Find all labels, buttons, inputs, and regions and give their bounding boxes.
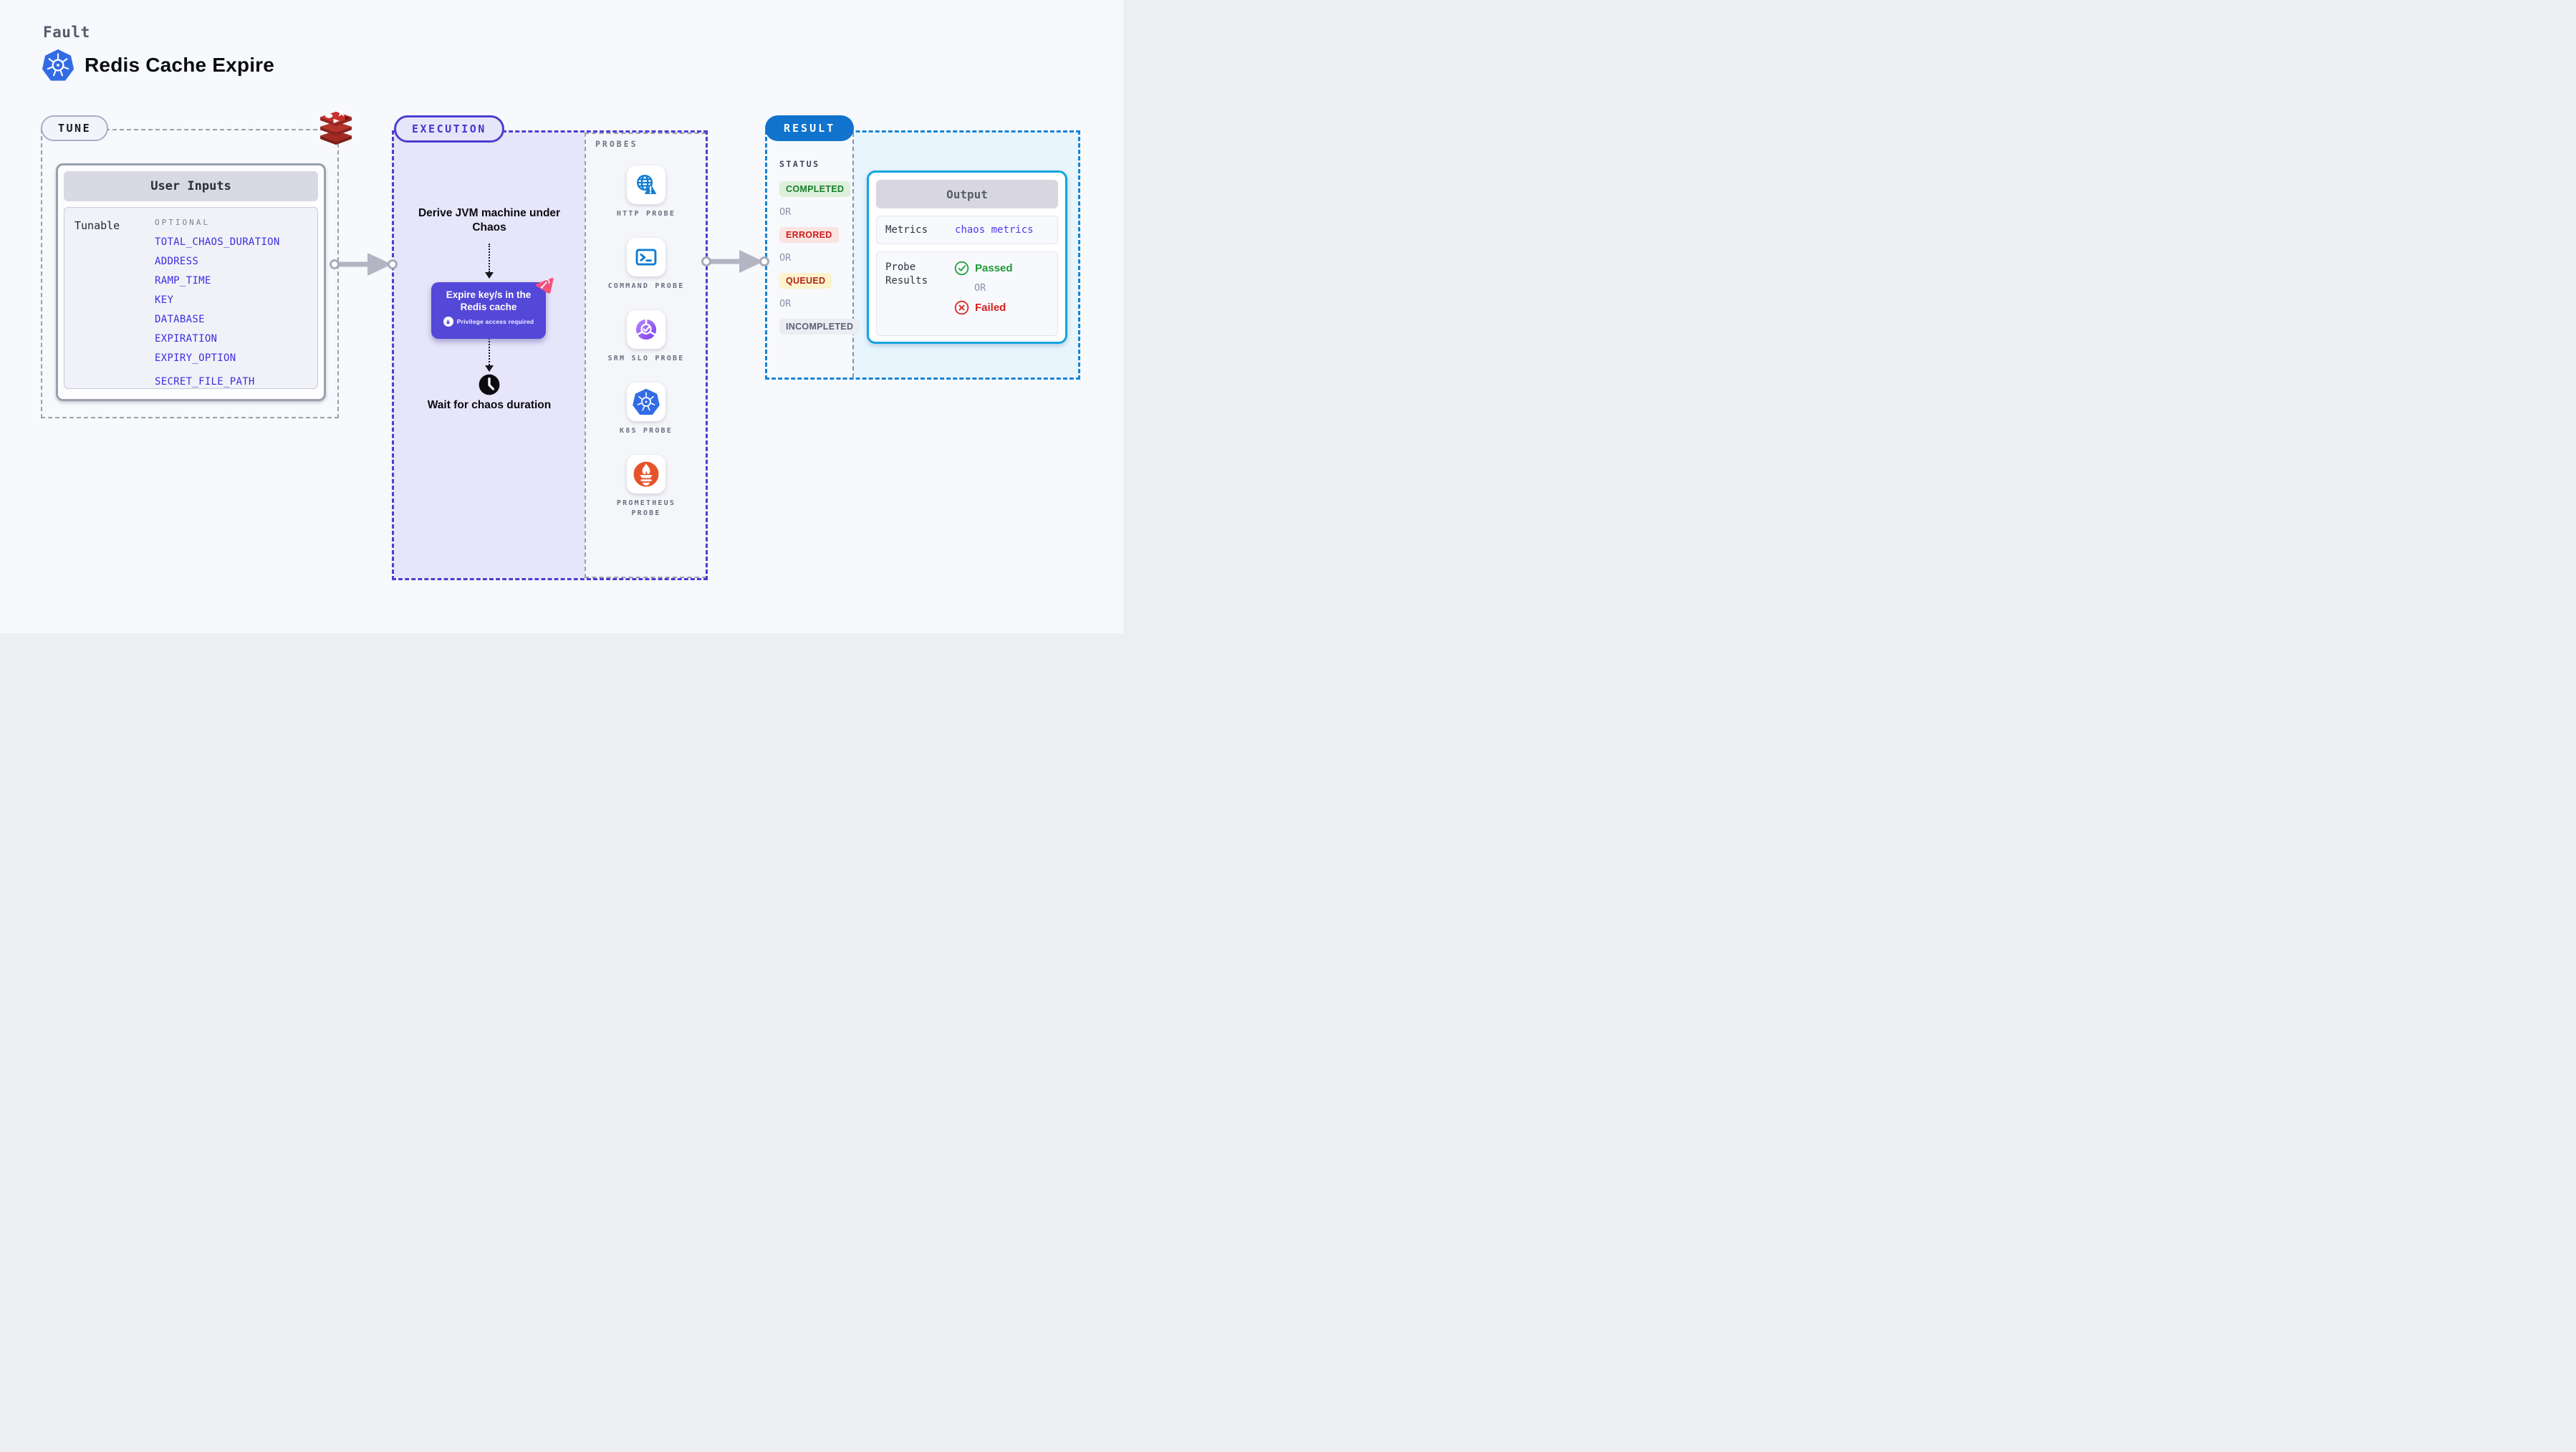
- or-label: OR: [779, 206, 792, 218]
- status-badge-incompleted: INCOMPLETED: [779, 319, 860, 335]
- user-inputs-card: User Inputs Tunable OPTIONAL TOTAL_CHAOS…: [56, 163, 326, 401]
- env-var: SECRET_FILE_PATH: [155, 376, 255, 388]
- globe-alert-icon: [637, 174, 657, 194]
- status-badge-errored: ERRORED: [779, 227, 839, 243]
- prometheus-icon: [633, 461, 659, 487]
- lock-icon: [443, 317, 453, 327]
- page-title-row: Redis Cache Expire: [42, 49, 274, 82]
- privilege-note: Privilege access required: [431, 317, 546, 327]
- execution-section-outline: [392, 130, 708, 580]
- terminal-icon: [635, 249, 657, 266]
- connector-arrowhead: [485, 365, 494, 376]
- http-probe-card: [627, 165, 665, 204]
- privilege-note-text: Privilege access required: [456, 318, 534, 325]
- tune-section-outline: [41, 129, 339, 418]
- metrics-value: chaos metrics: [955, 224, 1034, 236]
- status-badge-completed: COMPLETED: [779, 181, 851, 197]
- optional-group-label: OPTIONAL: [155, 218, 210, 227]
- metrics-label: Metrics: [885, 224, 928, 236]
- execution-section-badge: EXECUTION: [394, 115, 504, 143]
- execution-to-result-arrow: [701, 250, 769, 273]
- clock-icon: [479, 374, 500, 395]
- probe-name: SRM SLO PROBE: [607, 355, 685, 362]
- probe-item-command: COMMAND PROBE: [608, 238, 685, 292]
- tune-section-badge: TUNE: [41, 115, 109, 141]
- slo-check-icon: [635, 319, 657, 340]
- probe-item-srm-slo: SRM SLO PROBE: [608, 310, 685, 364]
- output-card-title: Output: [876, 180, 1058, 208]
- or-label: OR: [779, 298, 792, 309]
- probe-item-prometheus: PROMETHEUS PROBE: [603, 455, 689, 519]
- kubernetes-icon: [633, 388, 660, 415]
- or-label: OR: [779, 252, 792, 264]
- dotted-connector: [489, 335, 490, 365]
- env-var: TOTAL_CHAOS_DURATION: [155, 236, 280, 248]
- result-section-badge: RESULT: [765, 115, 855, 141]
- probes-list: HTTP PROBE COMMAND PROBE: [589, 165, 703, 519]
- env-var: RAMP_TIME: [155, 275, 211, 287]
- k8s-probe-card: [627, 383, 665, 421]
- probes-panel-label: PROBES: [595, 139, 638, 149]
- probes-panel: [585, 133, 706, 578]
- env-var: EXPIRATION: [155, 333, 218, 345]
- probe-item-http: HTTP PROBE: [617, 165, 676, 219]
- probe-name: K8S PROBE: [620, 427, 673, 435]
- status-column: STATUS COMPLETED OR ERRORED OR QUEUED OR…: [779, 159, 860, 335]
- env-var-list: TOTAL_CHAOS_DURATION ADDRESS RAMP_TIME K…: [155, 236, 309, 388]
- output-card: Output Metrics chaos metrics Probe Resul…: [867, 170, 1067, 344]
- connector-arrowhead: [485, 272, 494, 283]
- dotted-connector: [489, 244, 490, 272]
- passed-result: Passed: [954, 261, 1013, 276]
- tune-to-execution-arrow: [330, 253, 398, 276]
- passed-label: Passed: [975, 262, 1013, 274]
- redis-icon: [320, 107, 352, 145]
- failed-label: Failed: [975, 302, 1006, 314]
- failed-result: Failed: [954, 300, 1013, 315]
- probe-item-k8s: K8S PROBE: [620, 383, 673, 436]
- env-var: DATABASE: [155, 314, 205, 325]
- x-circle-icon: [954, 300, 969, 315]
- prometheus-probe-card: [627, 455, 665, 494]
- probe-name: COMMAND PROBE: [607, 282, 685, 290]
- check-circle-icon: [954, 261, 969, 276]
- env-var: KEY: [155, 294, 174, 306]
- probe-name: PROMETHEUS PROBE: [616, 499, 676, 517]
- env-var: EXPIRY_OPTION: [155, 352, 236, 364]
- wait-step-label: Wait for chaos duration: [427, 399, 552, 411]
- kubernetes-icon: [42, 49, 75, 81]
- chaos-node-title: Expire key/s in the Redis cache: [446, 289, 532, 312]
- tunable-label: Tunable: [75, 219, 120, 232]
- status-badge-queued: QUEUED: [779, 273, 832, 289]
- user-inputs-body: Tunable OPTIONAL TOTAL_CHAOS_DURATION AD…: [64, 207, 318, 389]
- chaos-action-node: Expire key/s in the Redis cache Privileg…: [431, 277, 554, 339]
- probe-results-label: Probe Results: [885, 261, 928, 287]
- env-var: ADDRESS: [155, 256, 199, 267]
- user-inputs-title: User Inputs: [64, 171, 318, 201]
- probe-results-row: Probe Results Passed OR Faile: [876, 251, 1058, 336]
- or-label: OR: [974, 282, 986, 294]
- fault-eyebrow: Fault: [43, 24, 90, 41]
- diagram-canvas: Fault Redis Cache Expire TUNE: [0, 0, 1123, 633]
- status-label: STATUS: [779, 159, 820, 169]
- srm-slo-probe-card: [627, 310, 665, 349]
- chaos-experiment-icon: [536, 277, 554, 294]
- metrics-row: Metrics chaos metrics: [876, 216, 1058, 244]
- result-divider: [852, 133, 854, 378]
- page-title: Redis Cache Expire: [85, 54, 275, 76]
- derive-step-label: Derive JVM machine under Chaos: [418, 207, 561, 234]
- command-probe-card: [627, 238, 665, 277]
- probe-name: HTTP PROBE: [616, 210, 676, 218]
- result-section-outline: [765, 130, 1080, 380]
